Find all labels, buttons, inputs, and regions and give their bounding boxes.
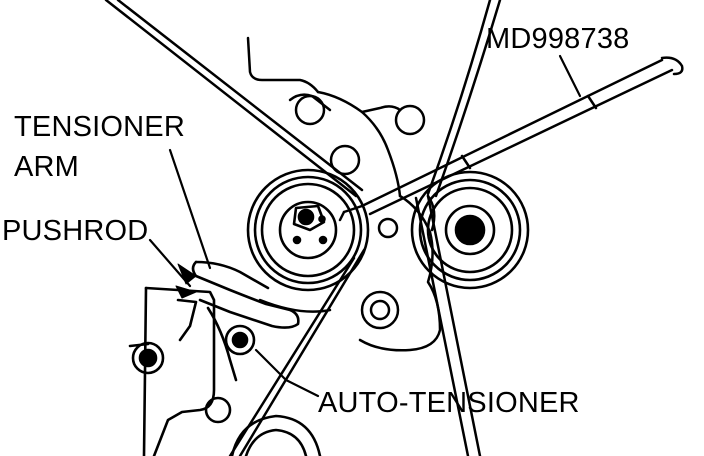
bracket-hole [294, 94, 426, 330]
tensioner-arm-label-line1: TENSIONER [14, 111, 185, 143]
tool-leader [558, 54, 582, 98]
tensioner-arm-label-line2: ARM [14, 151, 80, 183]
auto-tensioner-label: AUTO-TENSIONER [318, 387, 580, 419]
auto-tensioner-leader [254, 348, 320, 398]
pushrod-label: PUSHROD [2, 215, 149, 247]
tool-number-label: MD998738 [486, 23, 630, 55]
leader-lines [148, 54, 582, 398]
tensioner-arm [191, 260, 300, 356]
timing-belt [104, 0, 502, 456]
idler-pulley [410, 170, 530, 290]
auto-tensioner-body [128, 286, 238, 456]
pushrod-arrow [175, 263, 197, 299]
crank-sprocket [230, 414, 322, 456]
special-tool-rod [338, 56, 684, 222]
tensioner-pulley [246, 168, 370, 292]
tensioner-arm-leader [168, 148, 212, 270]
